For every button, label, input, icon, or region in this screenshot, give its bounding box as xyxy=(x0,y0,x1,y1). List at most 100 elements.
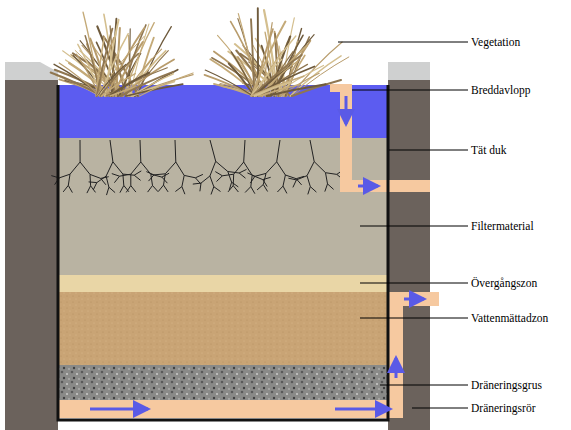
root xyxy=(158,185,163,191)
root xyxy=(263,185,267,192)
root xyxy=(120,186,124,193)
root xyxy=(283,186,287,193)
root xyxy=(131,186,136,193)
soil-wall xyxy=(5,80,58,430)
root xyxy=(90,174,101,178)
outlet-riser xyxy=(389,292,403,418)
root xyxy=(114,176,119,183)
root xyxy=(325,184,328,192)
root xyxy=(296,176,307,180)
root xyxy=(245,187,251,193)
part-label: Dräneringsgrus xyxy=(470,378,543,392)
root xyxy=(228,172,239,174)
grass-blade xyxy=(140,73,194,96)
root xyxy=(130,174,131,185)
root xyxy=(134,175,140,180)
root xyxy=(110,140,113,162)
drain-pipe xyxy=(58,400,403,418)
root xyxy=(263,177,271,179)
root xyxy=(182,187,185,195)
root xyxy=(250,176,255,183)
root xyxy=(97,176,106,183)
root xyxy=(216,161,228,171)
root xyxy=(285,175,296,179)
root xyxy=(214,187,221,192)
root xyxy=(308,187,311,195)
root xyxy=(80,162,90,174)
root xyxy=(201,176,210,183)
filter-layer xyxy=(58,138,388,275)
liner xyxy=(58,85,388,420)
root xyxy=(164,174,166,185)
root xyxy=(165,162,176,174)
root xyxy=(148,186,153,193)
root xyxy=(314,162,325,173)
root xyxy=(233,174,235,185)
root xyxy=(68,185,72,192)
root xyxy=(59,174,70,178)
root xyxy=(210,161,216,176)
root xyxy=(89,181,97,183)
root xyxy=(154,174,165,175)
saturated-layer xyxy=(58,292,388,365)
root xyxy=(107,187,109,195)
root xyxy=(257,185,263,190)
root xyxy=(247,173,255,176)
root xyxy=(120,174,131,176)
root xyxy=(151,174,153,185)
root xyxy=(195,174,203,177)
root xyxy=(176,162,184,175)
root xyxy=(63,185,68,192)
grass-blade xyxy=(260,84,301,96)
root xyxy=(140,140,142,162)
root xyxy=(175,187,182,192)
root xyxy=(184,175,195,177)
root xyxy=(164,185,169,192)
root xyxy=(239,173,245,178)
root xyxy=(251,187,255,194)
root xyxy=(70,162,80,174)
root xyxy=(228,172,232,183)
soil-wall xyxy=(388,80,430,430)
root xyxy=(222,174,233,176)
root xyxy=(134,171,141,175)
root xyxy=(233,186,238,192)
root xyxy=(310,140,314,162)
root xyxy=(326,173,328,184)
root xyxy=(90,174,92,185)
part-label: Breddavlopp xyxy=(470,83,531,97)
root xyxy=(283,175,285,186)
root xyxy=(211,187,214,195)
part-label: Tät duk xyxy=(470,143,507,157)
root xyxy=(328,184,334,190)
grass-blade xyxy=(126,84,183,96)
root xyxy=(112,174,120,177)
root xyxy=(244,140,245,162)
root xyxy=(277,162,286,175)
gravel-layer xyxy=(58,365,388,400)
root xyxy=(131,162,141,174)
root xyxy=(200,183,201,191)
root xyxy=(228,186,233,192)
outlet-pipe xyxy=(389,292,439,306)
root xyxy=(113,162,123,174)
root xyxy=(288,178,296,180)
root xyxy=(277,186,283,192)
vegetation xyxy=(51,8,349,96)
root xyxy=(106,176,109,187)
part-label: Vegetation xyxy=(470,35,521,49)
root xyxy=(215,172,222,176)
root xyxy=(210,140,216,161)
root xyxy=(307,176,310,187)
root xyxy=(310,187,316,193)
root xyxy=(182,175,184,186)
root xyxy=(277,140,280,162)
root xyxy=(210,176,214,187)
root xyxy=(126,186,131,193)
root xyxy=(109,187,115,192)
part-label: Filtermaterial xyxy=(470,219,535,233)
part-label: Dräneringsrör xyxy=(470,401,537,415)
root xyxy=(153,186,159,192)
root xyxy=(266,162,277,174)
